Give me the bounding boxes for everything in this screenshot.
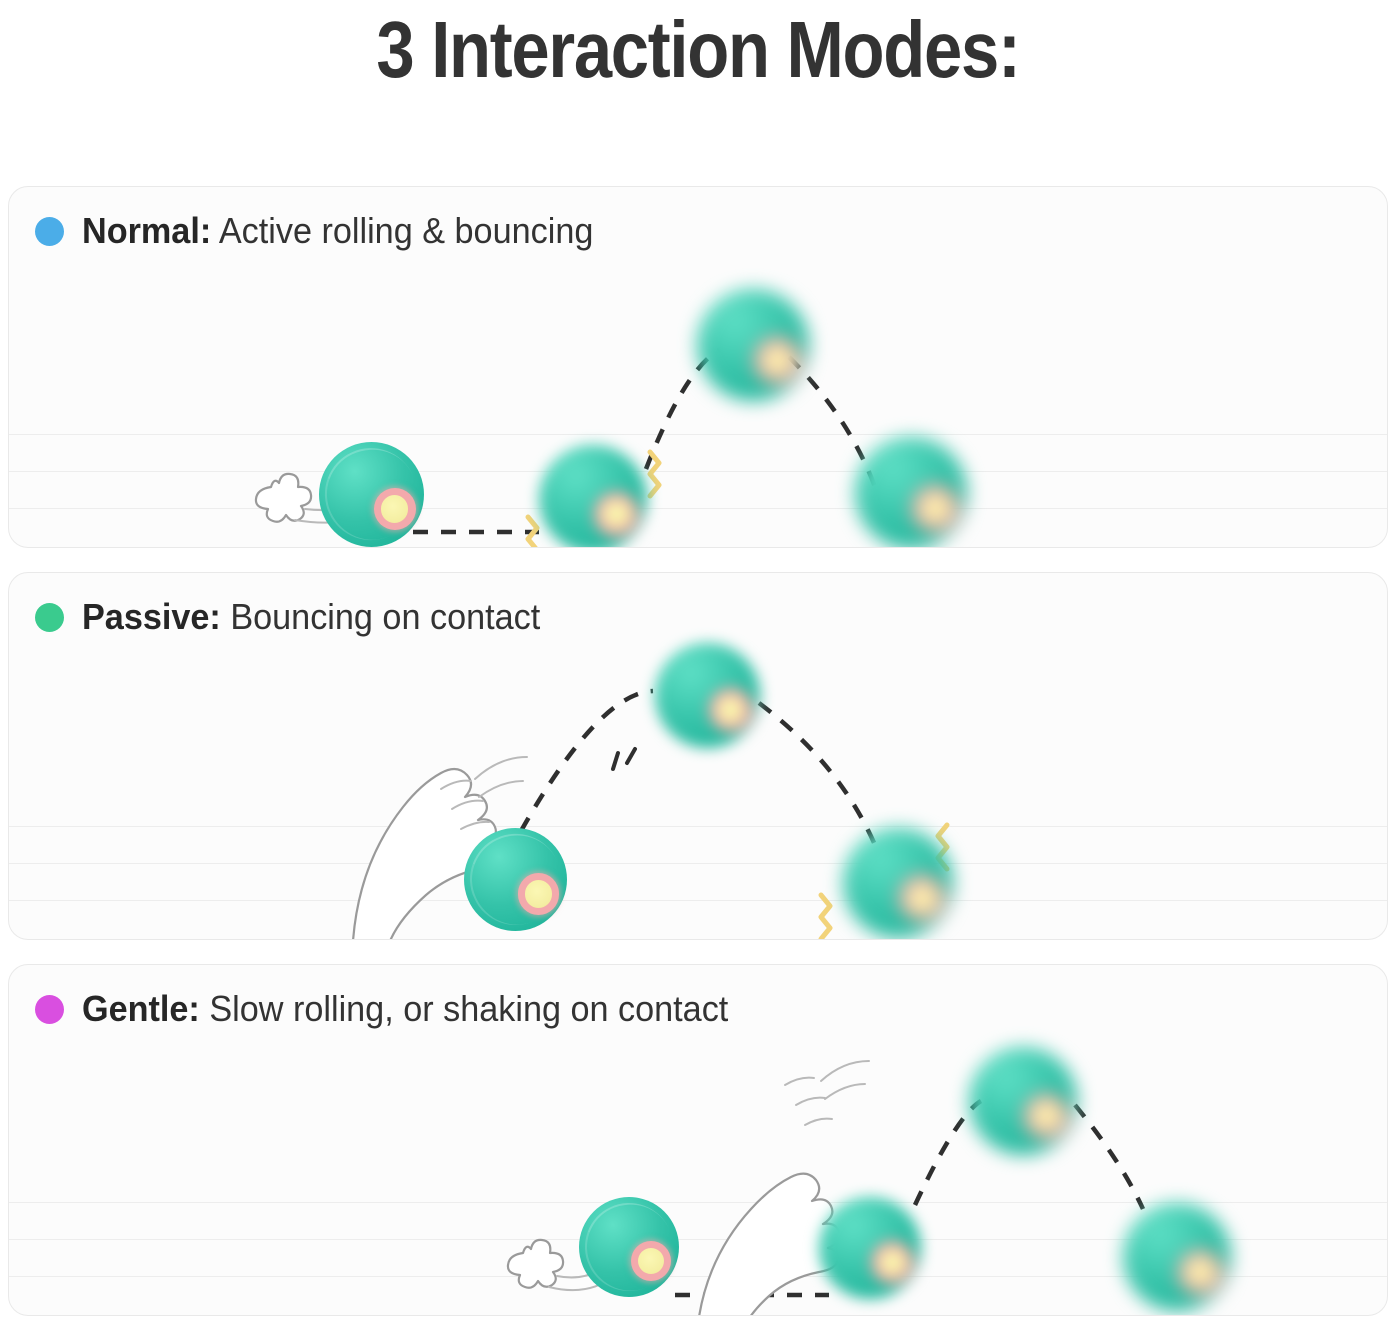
ball-landing bbox=[1123, 1203, 1231, 1311]
scene-passive bbox=[9, 573, 1387, 939]
ball-eye-icon bbox=[913, 486, 959, 532]
magenta-status-dot-icon bbox=[35, 994, 64, 1024]
page-title: 3 Interaction Modes: bbox=[376, 5, 1020, 94]
ball-contact bbox=[819, 1197, 921, 1299]
mode-name-passive: Passive: bbox=[82, 596, 221, 637]
mode-header-gentle: Gentle: Slow rolling, or shaking on cont… bbox=[35, 987, 762, 1031]
ball-eye-icon bbox=[872, 1241, 913, 1283]
vibration-marks bbox=[525, 449, 662, 547]
ball-contact bbox=[464, 828, 567, 931]
ball-apex bbox=[655, 643, 760, 748]
scene-gentle bbox=[9, 965, 1387, 1315]
ball-eye-icon bbox=[595, 492, 639, 536]
ball-landing bbox=[855, 437, 967, 547]
mode-panel-passive: Passive: Bouncing on contact bbox=[8, 572, 1388, 940]
ball-eye-icon bbox=[1025, 1094, 1069, 1138]
mode-header-passive: Passive: Bouncing on contact bbox=[35, 595, 564, 639]
impact-ticks bbox=[611, 747, 637, 771]
ball-eye-icon bbox=[709, 689, 752, 732]
bounce-arc-down bbox=[757, 701, 878, 846]
ball-eye-icon bbox=[1179, 1250, 1223, 1294]
ball-eye-icon bbox=[900, 876, 945, 921]
mode-panel-normal: Normal: Active rolling & bouncing bbox=[8, 186, 1388, 548]
ball-landing bbox=[843, 828, 953, 938]
pet-paw-icon bbox=[698, 1076, 841, 1315]
bounce-arc-up bbox=[519, 688, 654, 833]
ball-eye-icon bbox=[373, 488, 416, 531]
mode-description-gentle: Slow rolling, or shaking on contact bbox=[209, 988, 729, 1029]
ball-eye-icon bbox=[755, 338, 801, 384]
ball-eye-icon bbox=[517, 873, 559, 915]
mode-header-normal: Normal: Active rolling & bouncing bbox=[35, 209, 620, 253]
dust-puff-icon bbox=[254, 472, 313, 523]
ball-rolling bbox=[319, 442, 424, 547]
mode-name-normal: Normal: bbox=[82, 210, 212, 251]
modes-list: Normal: Active rolling & bouncing bbox=[8, 186, 1388, 1340]
blue-status-dot-icon bbox=[35, 216, 64, 246]
ball-eye-icon bbox=[631, 1241, 671, 1281]
mode-panel-gentle: Gentle: Slow rolling, or shaking on cont… bbox=[8, 964, 1388, 1316]
ball-rolling bbox=[579, 1197, 679, 1297]
motion-arc-marks bbox=[474, 756, 528, 798]
ball-apex bbox=[697, 289, 809, 401]
ball-apex bbox=[969, 1047, 1077, 1155]
mode-description-passive: Bouncing on contact bbox=[230, 596, 541, 637]
bounce-arc-down bbox=[1073, 1103, 1146, 1210]
dust-puff-icon bbox=[506, 1238, 565, 1289]
green-status-dot-icon bbox=[35, 602, 64, 632]
ball-vibrating bbox=[539, 445, 647, 547]
mode-description-normal: Active rolling & bouncing bbox=[218, 210, 594, 251]
mode-name-gentle: Gentle: bbox=[82, 988, 200, 1029]
motion-arc-marks bbox=[820, 1060, 870, 1100]
